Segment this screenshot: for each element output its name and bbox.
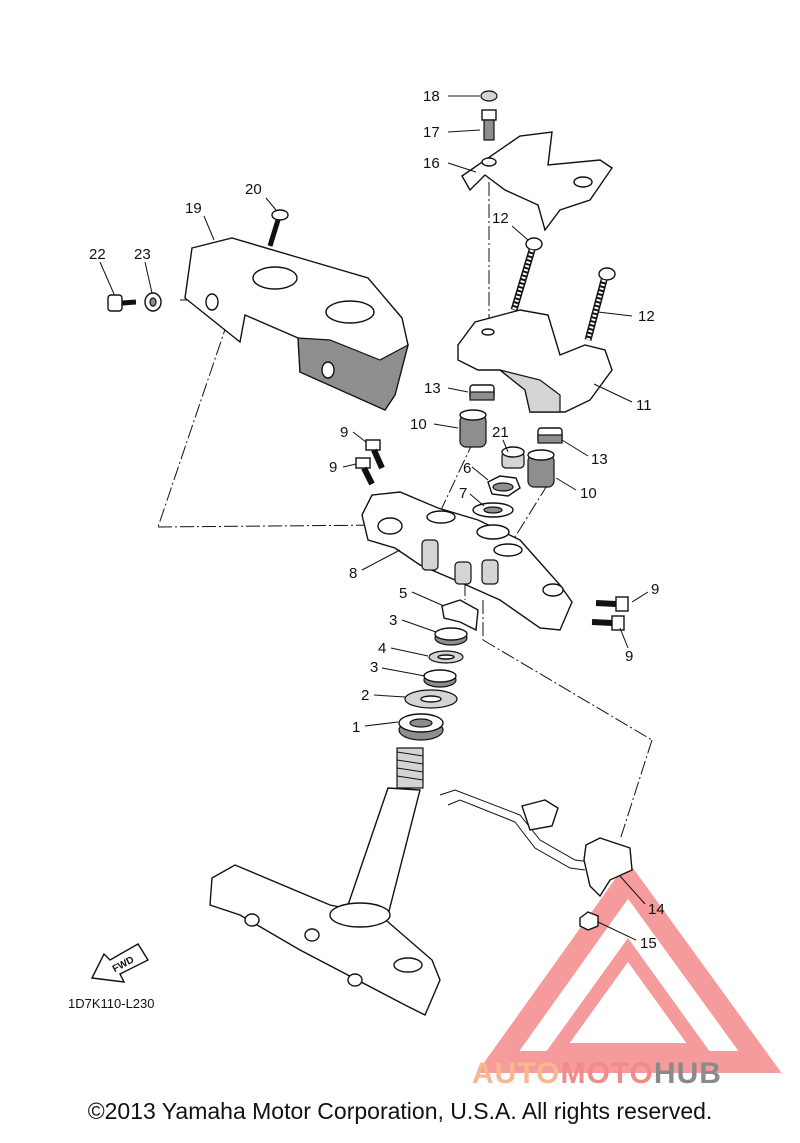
alignment-lines: [157, 160, 653, 841]
drawing-code: 1D7K110-L230: [68, 996, 155, 1011]
upper-bracket-8: [361, 491, 573, 631]
callout-numbers: 18 17 16 20 19 22 23 12 12 11 13 13 10 1…: [89, 88, 665, 952]
callout-8: 8: [349, 565, 357, 582]
watermark-text: AUTOMOTOHUB: [472, 1057, 722, 1091]
watermark-part-hub: HUB: [653, 1057, 722, 1090]
callout-10-right: 10: [580, 485, 597, 502]
screw-20: [267, 209, 289, 247]
watermark-logo: [476, 861, 782, 1073]
callout-19: 19: [185, 200, 202, 217]
upper-bracket-cover-19: [184, 237, 409, 411]
upper-handlebar-clamp-16: [461, 131, 613, 232]
washer-23: [144, 292, 162, 312]
lock-washer-5: [441, 599, 479, 632]
ring-nut-3-upper: [434, 627, 468, 646]
wire-harness-holder-14: [439, 789, 633, 898]
bolt-12-right: [584, 267, 616, 341]
callout-9-d: 9: [625, 648, 633, 665]
callout-12-left: 12: [492, 210, 509, 227]
callout-16: 16: [423, 155, 440, 172]
callout-2: 2: [361, 687, 369, 704]
handlebar-holder-11: [457, 309, 613, 413]
bearing-cover-2: [404, 689, 458, 709]
bolt-9-d: [591, 615, 625, 631]
rubber-washer-4: [428, 650, 464, 664]
bolt-9-b: [355, 457, 375, 486]
callout-4: 4: [378, 640, 386, 657]
callout-7: 7: [459, 485, 467, 502]
callout-3-lower: 3: [370, 659, 378, 676]
callout-20: 20: [245, 181, 262, 198]
callout-14: 14: [648, 901, 665, 918]
callout-11: 11: [636, 397, 652, 414]
callout-9-a: 9: [340, 424, 348, 441]
callout-10-left: 10: [410, 416, 427, 433]
fwd-arrow-icon: FWD: [90, 943, 150, 983]
callout-22: 22: [89, 246, 106, 263]
washer-7: [472, 502, 514, 518]
callout-1: 1: [352, 719, 360, 736]
collar-10-left: [459, 409, 487, 448]
ring-nut-3-lower: [423, 669, 457, 688]
callout-9-b: 9: [329, 459, 337, 476]
callout-13-left: 13: [424, 380, 441, 397]
copyright-notice: ©2013 Yamaha Motor Corporation, U.S.A. A…: [87, 1098, 713, 1124]
bolt-22: [107, 294, 137, 312]
watermark-part-auto: AUTO: [472, 1057, 561, 1090]
callout-12-right: 12: [638, 308, 655, 325]
callout-5: 5: [399, 585, 407, 602]
bolt-9-a: [365, 439, 385, 470]
nut-15: [579, 911, 599, 931]
nut-13-right: [537, 427, 563, 444]
cap-18: [480, 90, 498, 102]
callout-leaders: [99, 95, 649, 941]
bolt-9-c: [595, 596, 629, 612]
callout-3-upper: 3: [389, 612, 397, 629]
steering-stem-under-bracket: [209, 747, 441, 1016]
nut-13-left: [469, 384, 495, 401]
bolt-17: [481, 109, 497, 141]
bearing-1: [398, 713, 444, 741]
callout-17: 17: [423, 124, 440, 141]
callout-21: 21: [492, 424, 509, 441]
collar-21: [501, 446, 525, 469]
callout-23: 23: [134, 246, 151, 263]
watermark-part-moto: MOTO: [560, 1057, 654, 1090]
callout-6: 6: [463, 460, 471, 477]
callout-9-c: 9: [651, 581, 659, 598]
collar-10-right: [527, 449, 555, 488]
bolt-12-left: [510, 237, 543, 312]
callout-13-right: 13: [591, 451, 608, 468]
callout-15: 15: [640, 935, 657, 952]
callout-18: 18: [423, 88, 440, 105]
steering-nut-6: [487, 475, 521, 497]
